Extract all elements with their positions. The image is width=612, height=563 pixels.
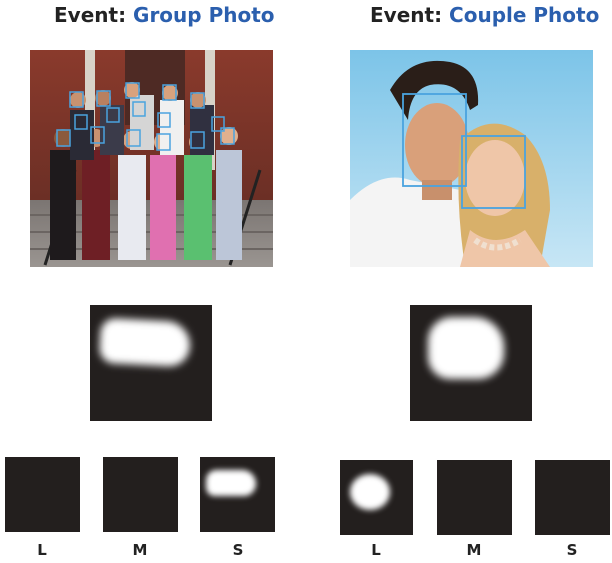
face-box xyxy=(74,114,88,130)
attention-highlight xyxy=(428,317,504,379)
group-photo-image xyxy=(30,50,273,267)
scale-label-s: S xyxy=(566,541,578,559)
group-scale-map-m xyxy=(103,457,178,532)
face-box xyxy=(56,129,71,147)
group-main-attention-map xyxy=(90,305,212,421)
face-box xyxy=(106,107,120,123)
face-detection-boxes xyxy=(402,93,526,209)
face-box xyxy=(211,116,225,132)
face-box xyxy=(157,112,171,128)
event-title-couple: Event: Couple Photo xyxy=(370,3,599,27)
face-box xyxy=(402,93,467,187)
face-box xyxy=(461,135,526,209)
event-title-group: Event: Group Photo xyxy=(54,3,275,27)
face-box xyxy=(162,84,177,101)
couple-main-attention-map xyxy=(410,305,532,421)
face-detection-boxes xyxy=(56,82,235,151)
face-box xyxy=(96,90,111,107)
event-name-couple: Couple Photo xyxy=(449,3,600,27)
scale-label-m: M xyxy=(132,541,148,559)
face-box xyxy=(90,126,105,144)
face-box xyxy=(190,131,205,149)
event-name-group: Group Photo xyxy=(133,3,275,27)
face-box xyxy=(126,129,141,147)
face-box xyxy=(190,92,205,109)
scale-label-l: L xyxy=(37,541,47,559)
face-box xyxy=(220,127,235,145)
couple-scale-map-s xyxy=(535,460,610,535)
face-box xyxy=(156,133,171,151)
group-scale-map-l xyxy=(5,457,80,532)
group-scale-map-s xyxy=(200,457,275,532)
event-label: Event: xyxy=(370,3,450,27)
face-box xyxy=(132,101,146,117)
attention-highlight xyxy=(206,470,256,496)
couple-photo-illustration xyxy=(350,50,593,267)
scale-label-s: S xyxy=(232,541,244,559)
scale-label-l: L xyxy=(371,541,381,559)
face-box xyxy=(125,82,140,99)
group-photo-illustration xyxy=(30,50,273,267)
couple-photo-image xyxy=(350,50,593,267)
scale-label-m: M xyxy=(466,541,482,559)
couple-scale-map-m xyxy=(437,460,512,535)
couple-scale-map-l xyxy=(340,460,413,535)
attention-highlight xyxy=(98,317,192,368)
event-label: Event: xyxy=(54,3,134,27)
face-box xyxy=(69,91,84,108)
attention-highlight xyxy=(350,474,390,510)
